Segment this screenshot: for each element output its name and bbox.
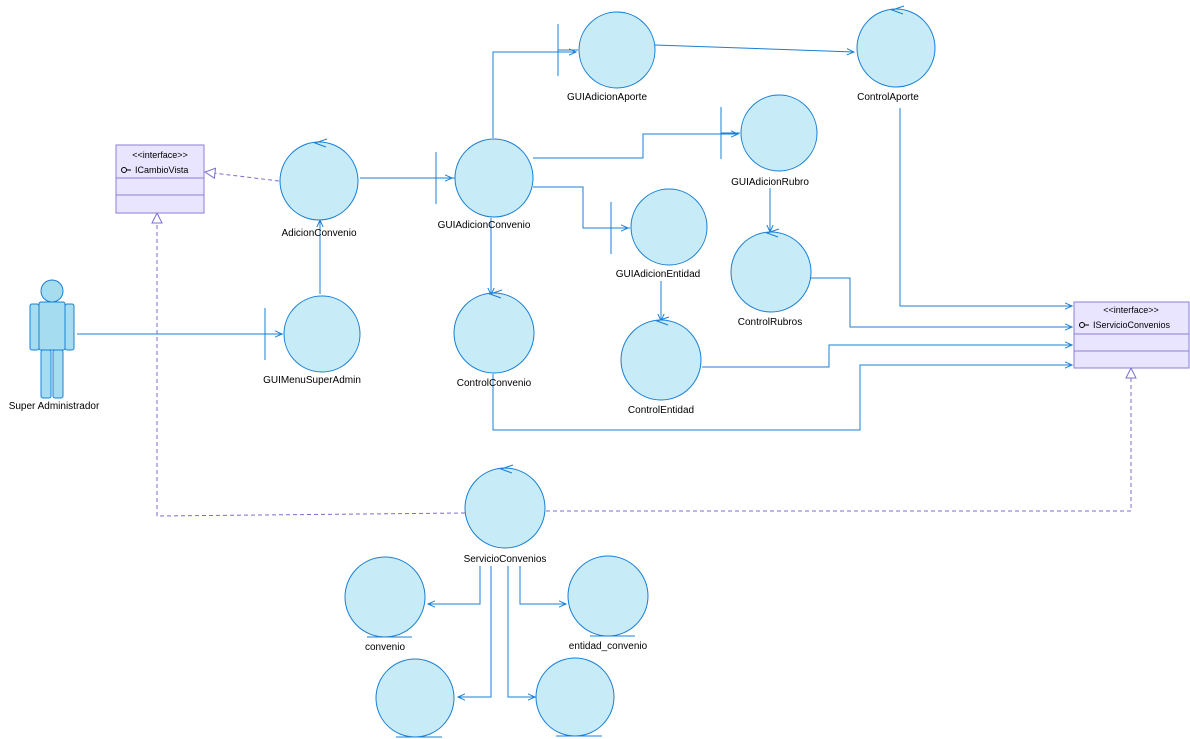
control-icon: [279, 138, 359, 221]
interface-lollipop-icon: [1079, 322, 1089, 328]
interface-stereotype: <<interface>>: [1103, 305, 1159, 315]
control-label: ControlEntidad: [628, 405, 694, 416]
control-rubros[interactable]: ControlRubros: [730, 228, 812, 328]
boundary-label: GUIAdicionConvenio: [438, 220, 531, 231]
actor-label: Super Administrador: [9, 401, 100, 412]
interface-stereotype: <<interface>>: [132, 150, 188, 160]
assoc-controlentidad-iservicio[interactable]: [702, 345, 1072, 368]
control-label: AdicionConvenio: [281, 228, 356, 239]
boundary-label: GUIAdicionRubro: [731, 177, 809, 188]
boundary-label: GUIMenuSuperAdmin: [263, 375, 361, 386]
assoc-servicio-entity-bl[interactable]: [458, 566, 492, 697]
assoc-servicio-convenio[interactable]: [428, 566, 481, 604]
entity-bottom-right[interactable]: [535, 657, 615, 737]
entity-entidad-convenio[interactable]: entidad_convenio: [567, 555, 649, 652]
assoc-guiconvenio-guiaporte[interactable]: [492, 52, 576, 138]
assoc-controlconvenio-iservicio[interactable]: [492, 365, 1072, 431]
actor-super-admin[interactable]: Super Administrador: [9, 279, 100, 412]
control-label: ServicioConvenios: [464, 554, 547, 565]
control-icon: [464, 464, 546, 549]
dependency-adicion-icambiovista[interactable]: [205, 172, 280, 182]
control-convenio[interactable]: ControlConvenio: [453, 289, 535, 389]
boundary-icon: [264, 295, 361, 373]
control-icon: [730, 228, 812, 313]
control-icon: [453, 289, 535, 374]
control-aporte[interactable]: ControlAporte: [856, 5, 936, 103]
interface-icambiovista[interactable]: <<interface>> ICambioVista: [115, 144, 205, 214]
boundary-label: GUIAdicionEntidad: [616, 269, 701, 280]
control-label: ControlAporte: [857, 92, 919, 103]
entity-icon: [375, 658, 455, 738]
entity-icon: [344, 556, 426, 638]
realization-servicio-icambiovista[interactable]: [157, 213, 466, 517]
interface-iservicioconvenios[interactable]: <<interface>> IServicioConvenios: [1073, 301, 1190, 369]
assoc-servicio-entity-br[interactable]: [507, 566, 535, 697]
boundary-gui-adicion-aporte[interactable]: GUIAdicionAporte: [557, 11, 656, 103]
assoc-guiaporte-controlaporte[interactable]: [654, 44, 854, 52]
entity-label: convenio: [365, 642, 405, 653]
control-icon: [620, 316, 702, 401]
control-entidad[interactable]: ControlEntidad: [620, 316, 702, 416]
boundary-label: GUIAdicionAporte: [567, 92, 647, 103]
interface-name: IServicioConvenios: [1093, 320, 1171, 330]
assoc-servicio-entidadconvenio[interactable]: [519, 566, 566, 604]
boundary-icon: [557, 11, 656, 89]
boundary-gui-menu-superadmin[interactable]: GUIMenuSuperAdmin: [263, 295, 361, 386]
entity-label: entidad_convenio: [569, 641, 648, 652]
control-servicio-convenios[interactable]: ServicioConvenios: [464, 464, 547, 565]
boundary-gui-adicion-entidad[interactable]: GUIAdicionEntidad: [610, 188, 708, 280]
control-label: ControlRubros: [738, 317, 802, 328]
boundary-icon: [435, 138, 534, 218]
assoc-controlaporte-iservicio[interactable]: [899, 108, 1072, 306]
actor-icon: [29, 279, 75, 399]
boundary-gui-adicion-rubro[interactable]: GUIAdicionRubro: [720, 94, 818, 188]
entity-bottom-left[interactable]: [375, 658, 455, 738]
interface-name: ICambioVista: [135, 165, 188, 175]
control-icon: [856, 5, 936, 88]
assoc-guiconvenio-guirubro[interactable]: [533, 134, 738, 159]
entity-icon: [535, 657, 615, 737]
assoc-guiconvenio-guientidad[interactable]: [533, 186, 628, 228]
dashed-connectors: [157, 172, 1131, 517]
boundary-icon: [610, 188, 708, 266]
connectors: [77, 44, 1072, 697]
assoc-controlrubros-iservicio[interactable]: [811, 277, 1072, 327]
boundary-icon: [720, 94, 818, 172]
control-label: ControlConvenio: [457, 378, 532, 389]
interface-lollipop-icon: [121, 167, 131, 173]
control-adicion-convenio[interactable]: AdicionConvenio: [279, 138, 359, 239]
boundary-gui-adicion-convenio[interactable]: GUIAdicionConvenio: [435, 138, 534, 231]
entity-convenio[interactable]: convenio: [344, 556, 426, 653]
entity-icon: [567, 555, 649, 637]
realization-servicio-iservicio[interactable]: [546, 368, 1131, 512]
